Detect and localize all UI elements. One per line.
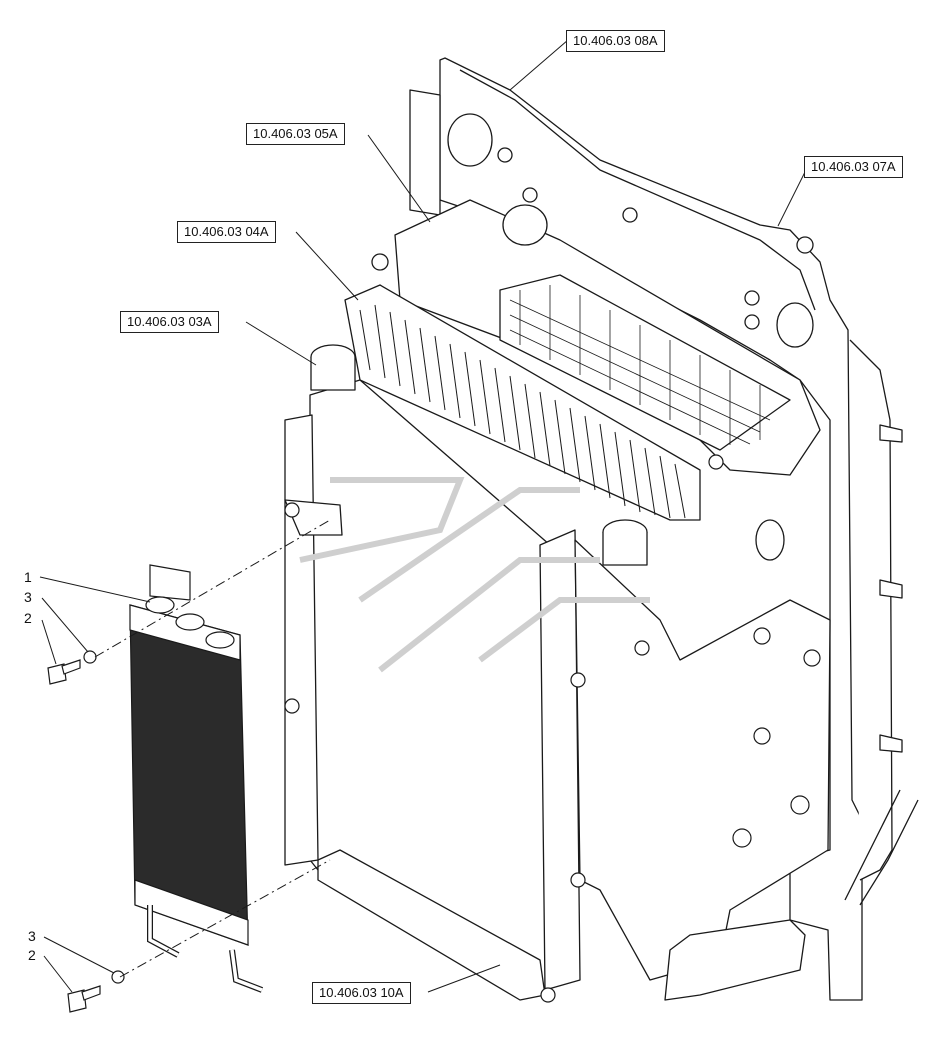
leader-lines [39,39,807,993]
rad-bolt-7 [803,649,821,667]
washer-bottom [111,970,125,984]
washer-top [83,650,97,664]
fin-lines [359,304,686,519]
frame-bolt-5 [744,314,760,330]
rad-bolt-12 [708,454,724,470]
frame-hole-1 [447,113,493,167]
reference-box-04a[interactable]: 10.406.03 04A [177,221,276,243]
reference-box-10a[interactable]: 10.406.03 10A [312,982,411,1004]
bottom-hose [664,919,806,1001]
item-number-3-top: 3 [24,589,32,605]
left-bracket [284,414,319,866]
reference-box-08a[interactable]: 10.406.03 08A [566,30,665,52]
rad-bolt-11 [540,987,556,1003]
bolt-top-shank [61,659,81,675]
filler-neck-right-body [602,532,648,566]
bolt-bottom-shank [81,985,101,1001]
reference-box-05a[interactable]: 10.406.03 05A [246,123,345,145]
item-number-2-bottom: 2 [28,947,36,963]
oil-cooler [129,564,264,993]
frame-hole-2 [776,302,814,348]
assembly-lines [94,519,331,978]
frame-bolt-4 [744,290,760,306]
rear-frame-edge [459,69,816,311]
rad-bolt-2 [284,698,300,714]
reference-box-03a[interactable]: 10.406.03 03A [120,311,219,333]
radiator-side-tank [539,529,581,991]
frame-bolt-3 [622,207,638,223]
filler-neck-left-body [310,357,356,391]
frame-hole-3 [502,204,548,246]
shroud-bracket-3 [879,734,903,753]
rad-bolt-9 [790,795,810,815]
radiator-body [309,379,551,991]
rad-bolt-1 [284,502,300,518]
frame-bolt-2 [522,187,538,203]
fan-shroud [849,339,893,881]
item-number-1: 1 [24,569,32,585]
watermark-logo [299,477,650,673]
bolt-top [47,663,67,685]
item-number-3-bottom: 3 [28,928,36,944]
rad-bolt-8 [753,727,771,745]
frame-bolt-6 [796,236,814,254]
rad-bolt-5 [634,640,650,656]
right-hose-2 [859,799,919,906]
rad-bolt-10 [732,828,752,848]
grid-lines [509,285,771,445]
rad-bolt-3 [570,672,586,688]
frame-bolt-7 [371,253,389,271]
rear-left-plate [409,89,441,216]
item-number-2-top: 2 [24,610,32,626]
shroud-bracket-1 [879,424,903,443]
right-hose [844,789,901,901]
shroud-bracket-2 [879,579,903,599]
frame-bolt-1 [497,147,513,163]
frame-hole-4 [755,519,785,561]
rad-bolt-4 [570,872,586,888]
reference-box-07a[interactable]: 10.406.03 07A [804,156,903,178]
bolt-bottom [67,989,87,1013]
rad-bolt-6 [753,627,771,645]
